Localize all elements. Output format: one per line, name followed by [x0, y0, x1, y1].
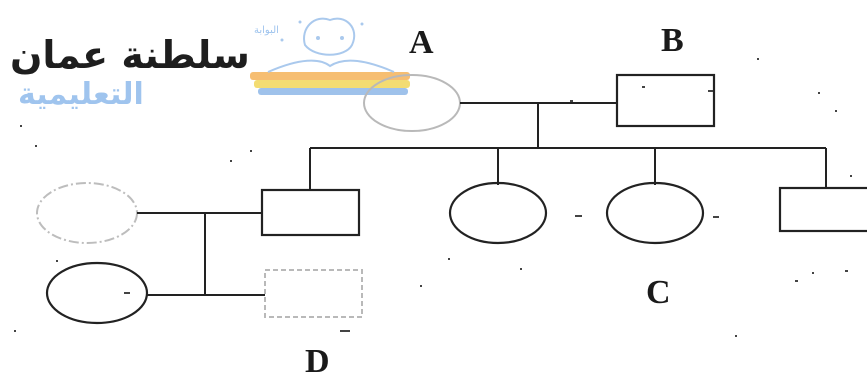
book-stripe-yellow	[254, 80, 410, 88]
emblem-dot	[298, 20, 302, 24]
female-generation1-circle-a	[363, 74, 461, 132]
label-a: A	[409, 24, 434, 61]
female-generation3-circle	[45, 261, 149, 325]
male-generation1-square-b	[615, 73, 716, 128]
label-c: C	[646, 274, 671, 311]
watermark-small-text: البوابة	[254, 25, 279, 36]
male-generation3-square-d	[264, 269, 363, 318]
book-stripe-blue	[258, 88, 408, 95]
watermark-subtitle: التعليمية	[18, 77, 144, 112]
label-b: B	[661, 22, 684, 59]
label-d: D	[305, 343, 330, 380]
female-generation2-circle-c	[605, 181, 705, 245]
book-emblem-outline	[303, 17, 356, 56]
emblem-dot	[340, 36, 344, 40]
scan-noise	[14, 58, 852, 337]
female-spouse-generation2-circle	[36, 182, 138, 244]
male-generation2-square	[260, 188, 361, 237]
book-stripe-orange	[250, 72, 410, 80]
book-pages-outline	[267, 59, 395, 73]
emblem-dot	[360, 22, 364, 26]
female-generation2-circle	[448, 181, 548, 245]
watermark-title: سلطنة عمان	[10, 33, 250, 77]
emblem-dot	[316, 36, 320, 40]
male-generation2-square-right	[778, 186, 867, 233]
emblem-dot	[280, 38, 284, 42]
